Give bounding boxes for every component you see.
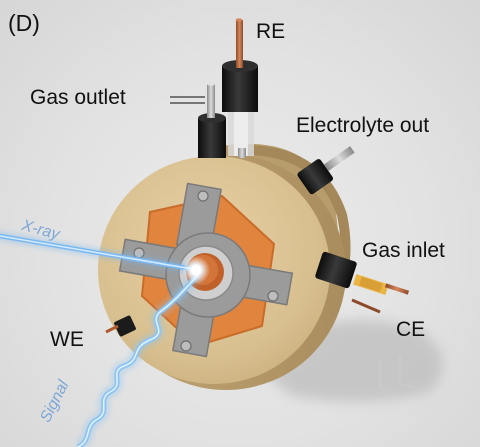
gas-inlet-fitting — [315, 251, 410, 295]
label-gas-outlet: Gas outlet — [30, 86, 126, 109]
xray-beam — [0, 231, 203, 275]
leader-lines — [170, 96, 205, 104]
electrolyte-out-fitting — [297, 146, 355, 195]
label-reference-electrode: RE — [256, 20, 286, 43]
panel-label: (D) — [8, 10, 40, 36]
signal-beam — [74, 270, 203, 447]
stand-legs — [378, 356, 421, 394]
label-working-electrode: WE — [50, 328, 84, 351]
reference-electrode-fitting — [222, 18, 258, 156]
label-gas-inlet: Gas inlet — [362, 239, 445, 262]
counter-electrode-wire — [351, 298, 381, 314]
label-counter-electrode: CE — [396, 318, 426, 341]
gas-outlet-fitting — [198, 82, 226, 158]
we-connector — [105, 315, 136, 337]
label-electrolyte-out: Electrolyte out — [296, 114, 430, 137]
